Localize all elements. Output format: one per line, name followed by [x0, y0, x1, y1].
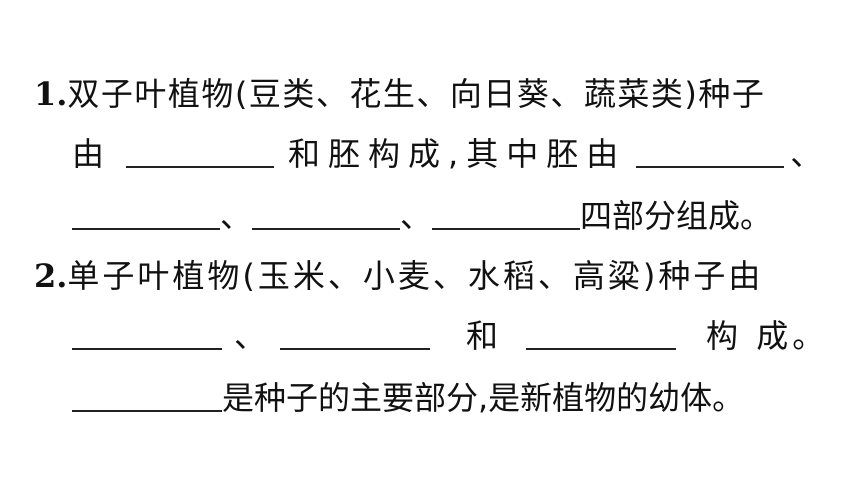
- q1-line1: 1. 双子叶植物(豆类、花生、向日葵、蔬菜类)种子: [34, 58, 765, 114]
- q2-line3: 是种子的主要部分,是新植物的幼体。: [72, 362, 744, 418]
- q1-text-and-embryo: 和胚构成,其中胚由: [288, 135, 627, 173]
- q1-line3: 、 、 四部分组成。: [72, 180, 772, 236]
- q1-text-you: 由: [72, 135, 105, 173]
- q1-blank-1[interactable]: [126, 160, 275, 168]
- q2-line1: 2. 单子叶植物(玉米、小麦、水稻、高粱)种子由: [34, 240, 763, 296]
- q2-number: 2.: [34, 257, 68, 295]
- q1-line2: 由 和胚构成,其中胚由 、: [72, 118, 822, 174]
- q2-sep: 、: [234, 317, 267, 355]
- q1-text-line1: 双子叶植物(豆类、花生、向日葵、蔬菜类)种子: [67, 75, 766, 113]
- q1-blank-5[interactable]: [432, 222, 581, 230]
- q1-blank-2[interactable]: [636, 160, 785, 168]
- q2-text-and: 和: [466, 317, 499, 355]
- q2-text-compose: 构 成。: [706, 317, 829, 355]
- q2-blank-2[interactable]: [280, 342, 431, 350]
- q2-text-line1: 单子叶植物(玉米、小麦、水稻、高粱)种子由: [67, 257, 764, 295]
- q2-blank-3[interactable]: [526, 342, 677, 350]
- q2-blank-4[interactable]: [72, 404, 222, 412]
- q1-sep-2: 、: [400, 197, 433, 235]
- q2-line2: 、 和 构 成。: [72, 300, 828, 356]
- q1-sep-1: 、: [220, 197, 253, 235]
- q2-blank-1[interactable]: [72, 342, 222, 350]
- q1-blank-4[interactable]: [252, 222, 401, 230]
- q2-text-end: 是种子的主要部分,是新植物的幼体。: [222, 379, 745, 417]
- q1-text-end: 四部分组成。: [580, 197, 773, 235]
- q1-blank-3[interactable]: [72, 222, 220, 230]
- q1-sep-line2: 、: [790, 135, 823, 173]
- q1-number: 1.: [34, 75, 68, 113]
